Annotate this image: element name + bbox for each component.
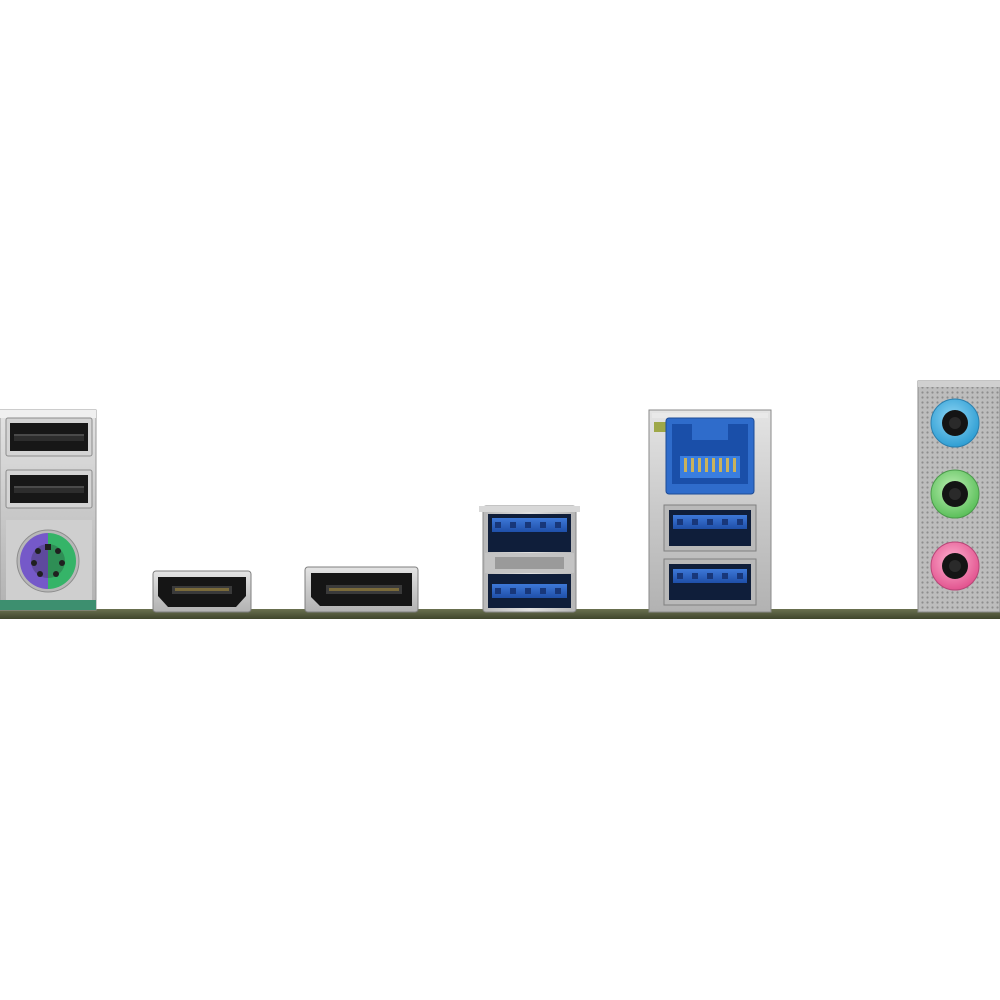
audio-jack-mic[interactable] — [930, 541, 980, 591]
usb3-port-lan-bottom[interactable] — [663, 558, 757, 606]
usb2-port-top[interactable] — [5, 417, 93, 457]
ps2-combo-port[interactable] — [6, 520, 92, 606]
usb3-port-bottom[interactable] — [488, 574, 571, 608]
usb2-ps2-stack — [0, 409, 97, 611]
lan-usb3-stack — [648, 409, 772, 613]
audio-jack-stack — [917, 380, 1000, 613]
lan-activity-led — [654, 422, 667, 432]
audio-jack-line-in[interactable] — [930, 398, 980, 448]
usb2-port-bottom[interactable] — [5, 469, 93, 509]
usb3-port-lan-top[interactable] — [663, 504, 757, 552]
rj45-lan-port[interactable] — [665, 417, 755, 495]
usb3-stack — [479, 505, 580, 613]
pcb-edge — [0, 609, 1000, 619]
usb3-port-top[interactable] — [488, 514, 571, 552]
audio-jack-line-out[interactable] — [930, 469, 980, 519]
displayport-port[interactable] — [304, 566, 419, 613]
hdmi-port[interactable] — [152, 570, 252, 613]
